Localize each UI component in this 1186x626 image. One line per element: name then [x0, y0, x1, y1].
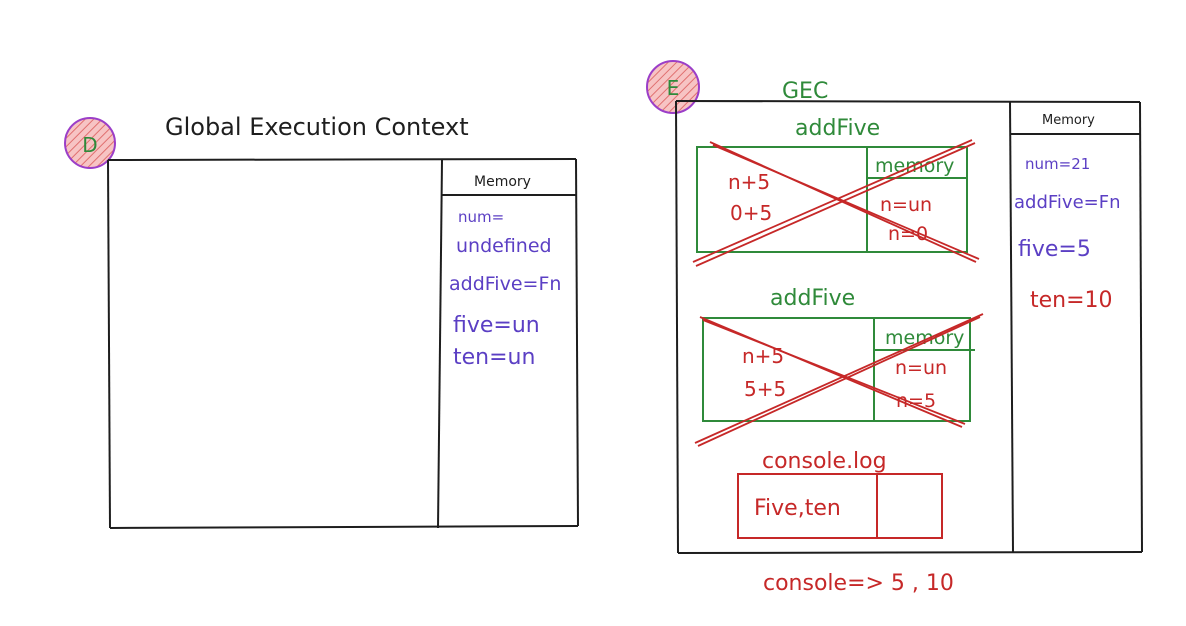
code-line: 5+5 — [744, 377, 786, 401]
code-line: n+5 — [728, 170, 770, 194]
memory-item: num= — [458, 208, 504, 226]
memory-item: undefined — [456, 235, 552, 257]
gec-label: GEC — [782, 79, 828, 104]
cross-out — [692, 139, 980, 267]
console-log-content: Five,ten — [754, 496, 841, 521]
memory-line: n=0 — [888, 223, 928, 245]
call-label: addFive — [770, 286, 855, 311]
console-output: console=> 5 , 10 — [763, 571, 954, 596]
memory-items-e: num=21 addFive=Fn five=5 ten=10 — [1014, 155, 1121, 313]
panel-e: E GEC Memory num=21 addFive=Fn five=5 te… — [646, 60, 1143, 596]
memory-header-d: Memory — [474, 174, 531, 190]
call-console-log: console.log Five,ten — [737, 449, 943, 539]
memory-line: n=un — [895, 357, 947, 379]
memory-item: addFive=Fn — [1014, 192, 1121, 213]
memory-line: n=5 — [896, 390, 936, 412]
gec-title: Global Execution Context — [165, 113, 469, 141]
console-log-label: console.log — [762, 449, 887, 474]
code-line: n+5 — [742, 344, 784, 368]
memory-item: ten=10 — [1030, 288, 1113, 313]
panel-d: D Global Execution Context Memory num= u… — [64, 113, 579, 529]
gec-box — [107, 158, 579, 529]
gec-box-e — [675, 100, 1143, 554]
memory-item: num=21 — [1025, 155, 1090, 173]
code-line: 0+5 — [730, 201, 772, 225]
call-label: addFive — [795, 116, 880, 141]
badge-e-label: E — [667, 76, 680, 100]
memory-item: addFive=Fn — [449, 273, 561, 295]
memory-items-d: num= undefined addFive=Fn five=un ten=un — [449, 208, 561, 370]
call-addfive-2: addFive memory n+5 5+5 n=un n=5 — [694, 286, 984, 447]
memory-item: five=5 — [1018, 237, 1091, 262]
badge-d-label: D — [82, 133, 97, 157]
cross-out — [694, 313, 984, 447]
memory-item: five=un — [453, 313, 540, 338]
call-addfive-1: addFive memory n+5 0+5 n=un n=0 — [692, 116, 980, 267]
memory-header-e: Memory — [1042, 113, 1095, 128]
badge-d: D — [64, 117, 116, 169]
memory-item: ten=un — [453, 345, 535, 370]
memory-line: n=un — [880, 194, 932, 216]
badge-e: E — [646, 60, 700, 114]
